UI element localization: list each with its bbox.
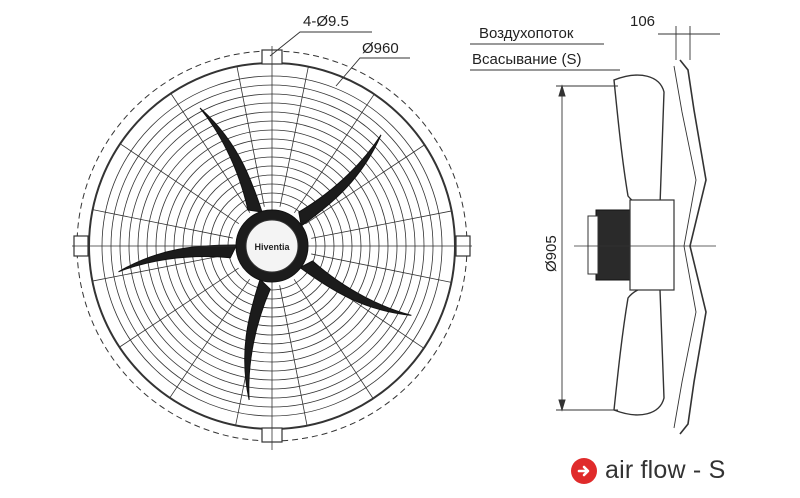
airflow-label: Воздухопоток xyxy=(479,25,574,42)
holes-dimension-label: 4-Ø9.5 xyxy=(303,13,349,30)
blade xyxy=(298,134,382,227)
hub-logo: Hiventia xyxy=(254,242,290,252)
side-diameter-dimension-label: Ø905 xyxy=(543,235,560,272)
guard-spoke xyxy=(279,285,308,426)
side-view xyxy=(470,26,720,435)
guard-spoke xyxy=(305,144,425,225)
guard-spoke xyxy=(311,253,452,283)
front-view xyxy=(72,31,472,450)
leader-diameter xyxy=(335,57,410,87)
diameter-dimension-label: Ø960 xyxy=(362,40,399,57)
blade xyxy=(299,260,412,316)
depth-dimension-label: 106 xyxy=(630,13,655,30)
guard-spoke xyxy=(170,93,251,213)
motor-body xyxy=(595,209,631,281)
guard-spoke xyxy=(294,93,375,214)
motor-hub-inner xyxy=(245,219,299,273)
guard-profile-inner xyxy=(673,65,697,429)
side-blade-upper xyxy=(613,74,665,208)
legend-text: air flow - S xyxy=(605,456,726,484)
guard-spoke xyxy=(119,143,240,224)
arrow-head-top xyxy=(558,84,566,97)
arrow-head-bottom xyxy=(558,399,566,412)
arrow-circle-icon xyxy=(571,457,597,484)
guard-spoke xyxy=(293,279,374,399)
motor-face xyxy=(587,215,599,275)
guard-spoke xyxy=(119,267,239,348)
airflow-mode-label: Всасывание (S) xyxy=(472,51,581,68)
guard-spoke xyxy=(279,66,309,207)
blade xyxy=(244,278,271,401)
side-blade-lower xyxy=(613,286,665,416)
motor-hub-plate xyxy=(629,199,675,291)
guard-spoke xyxy=(236,66,265,207)
leader-holes xyxy=(269,31,372,57)
guard-spoke xyxy=(92,253,233,282)
guard-spoke xyxy=(92,209,233,239)
guard-spoke xyxy=(311,210,452,239)
guard-spoke xyxy=(169,278,250,399)
blade xyxy=(199,107,263,213)
airflow-legend: air flow - S xyxy=(571,456,725,485)
